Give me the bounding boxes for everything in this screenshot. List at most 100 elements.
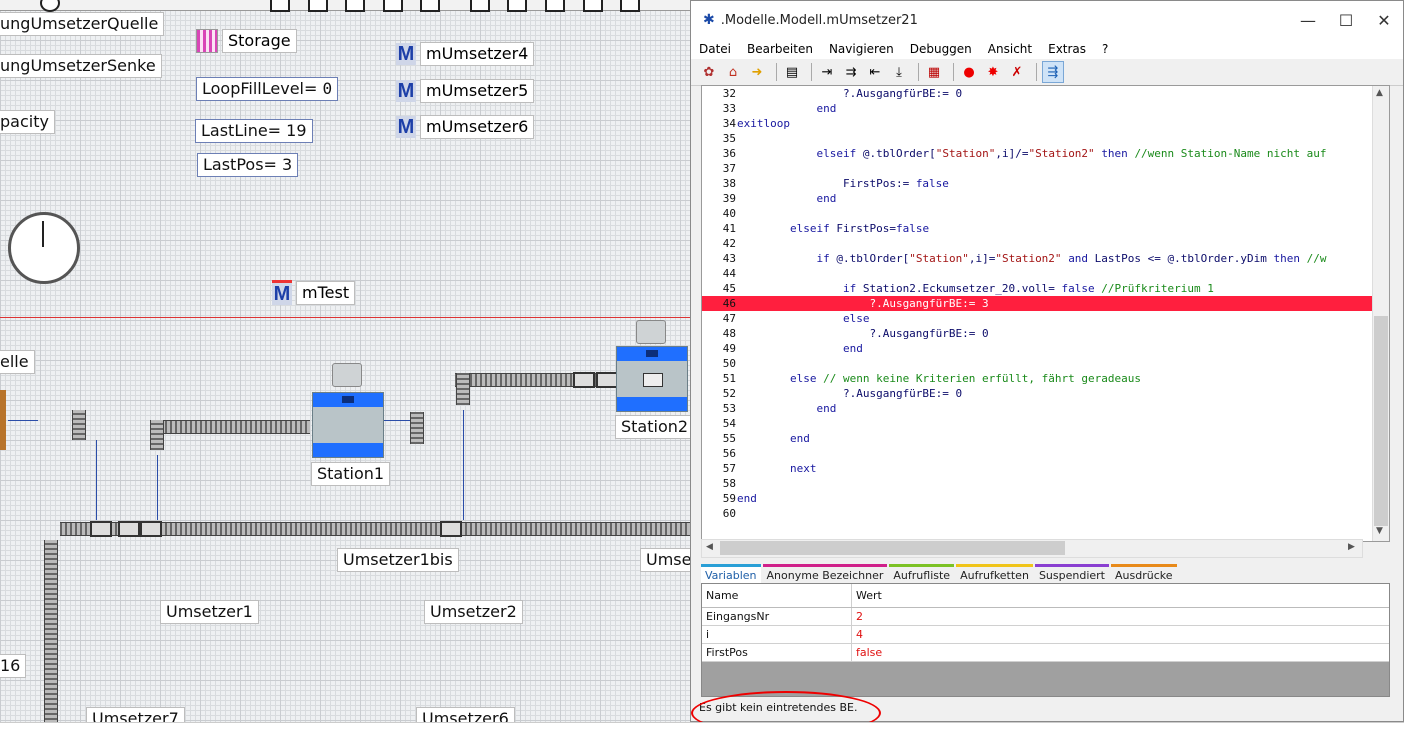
label-quelle[interactable]: ungUmsetzerQuelle bbox=[0, 12, 165, 36]
line-number[interactable]: 45 bbox=[722, 282, 736, 295]
line-number[interactable]: 58 bbox=[722, 477, 736, 490]
line-number[interactable]: 60 bbox=[722, 507, 736, 520]
line-number[interactable]: 50 bbox=[722, 357, 736, 370]
line-number[interactable]: 47 bbox=[722, 312, 736, 325]
line-number[interactable]: 57 bbox=[722, 462, 736, 475]
tab-anonyme-bezeichner[interactable]: Anonyme Bezeichner bbox=[762, 564, 888, 583]
code-line[interactable]: 36 elseif @.tblOrder["Station",i]/="Stat… bbox=[702, 146, 1389, 161]
label-umsetzer1[interactable]: Umsetzer1 bbox=[160, 600, 259, 624]
line-number[interactable]: 39 bbox=[722, 192, 736, 205]
label-16[interactable]: 16 bbox=[0, 654, 27, 678]
corner-converter[interactable] bbox=[410, 412, 424, 444]
station1-object[interactable] bbox=[312, 392, 384, 458]
tab-suspendiert[interactable]: Suspendiert bbox=[1034, 564, 1109, 583]
code-line[interactable]: 47 else bbox=[702, 311, 1389, 326]
window-icon[interactable]: ▤ bbox=[785, 64, 799, 80]
line-number[interactable]: 34 bbox=[722, 117, 736, 130]
code-line[interactable]: 41 elseif FirstPos=false bbox=[702, 221, 1389, 236]
code-line[interactable]: 51 else // wenn keine Kriterien erfüllt,… bbox=[702, 371, 1389, 386]
line-number[interactable]: 33 bbox=[722, 102, 736, 115]
menu-help[interactable]: ? bbox=[1102, 42, 1109, 56]
column-header-name[interactable]: Name bbox=[702, 584, 852, 607]
tool-icon-3[interactable] bbox=[345, 0, 365, 12]
scroll-left-icon[interactable]: ◀ bbox=[706, 542, 713, 552]
code-line[interactable]: 35 bbox=[702, 131, 1389, 146]
line-number[interactable]: 42 bbox=[722, 237, 736, 250]
line-number[interactable]: 40 bbox=[722, 207, 736, 220]
tool-icon-1[interactable] bbox=[270, 0, 290, 12]
menu-datei[interactable]: Datei bbox=[699, 42, 732, 56]
line-number[interactable]: 36 bbox=[722, 147, 736, 160]
line-number[interactable]: 37 bbox=[722, 162, 736, 175]
label-capacity[interactable]: pacity bbox=[0, 110, 55, 134]
event-controller-clock-icon[interactable] bbox=[8, 212, 80, 284]
stop-icon[interactable]: ✸ bbox=[987, 64, 999, 80]
method-mumsetzer4[interactable]: M mUmsetzer4 bbox=[396, 42, 535, 66]
corner-converter[interactable] bbox=[72, 410, 86, 440]
scroll-thumb[interactable] bbox=[1374, 316, 1388, 526]
label-elle[interactable]: elle bbox=[0, 350, 35, 374]
corner-converter[interactable] bbox=[456, 373, 470, 405]
code-line[interactable]: 45 if Station2.Eckumsetzer_20.voll= fals… bbox=[702, 281, 1389, 296]
tool-icon-7[interactable] bbox=[507, 0, 527, 12]
variables-table[interactable]: Name Wert EingangsNr 2 i 4 FirstPos fals… bbox=[701, 583, 1390, 697]
code-line[interactable]: 38 FirstPos:= false bbox=[702, 176, 1389, 191]
home-icon[interactable]: ⌂ bbox=[728, 64, 738, 80]
code-line[interactable]: 53 end bbox=[702, 401, 1389, 416]
label-station1[interactable]: Station1 bbox=[311, 462, 391, 486]
step-end-icon[interactable]: ⤓ bbox=[896, 64, 902, 80]
code-line[interactable]: 32 ?.AusgangfürBE:= 0 bbox=[702, 86, 1389, 101]
label-station2[interactable]: Station2 bbox=[615, 415, 695, 439]
tab-aufrufketten[interactable]: Aufrufketten bbox=[956, 564, 1033, 583]
tool-icon-8[interactable] bbox=[545, 0, 565, 12]
scroll-thumb[interactable] bbox=[720, 541, 1065, 555]
method-mumsetzer6[interactable]: M mUmsetzer6 bbox=[396, 115, 535, 139]
column-header-value[interactable]: Wert bbox=[856, 589, 882, 602]
tab-ausdruecke[interactable]: Ausdrücke bbox=[1111, 564, 1177, 583]
label-umsetzer1bis[interactable]: Umsetzer1bis bbox=[337, 548, 459, 572]
step-over-icon[interactable]: ⇉ bbox=[845, 64, 857, 80]
line-number[interactable]: 48 bbox=[722, 327, 736, 340]
table-row[interactable]: FirstPos false bbox=[702, 644, 1389, 662]
code-line[interactable]: 49 end bbox=[702, 341, 1389, 356]
line-number[interactable]: 53 bbox=[722, 402, 736, 415]
step-into-icon[interactable]: ⇥ bbox=[821, 64, 833, 80]
tool-icon-6[interactable] bbox=[470, 0, 490, 12]
scroll-up-icon[interactable]: ▲ bbox=[1376, 88, 1383, 98]
code-line[interactable]: 57 next bbox=[702, 461, 1389, 476]
scroll-down-icon[interactable]: ▼ bbox=[1376, 526, 1383, 536]
menu-bearbeiten[interactable]: Bearbeiten bbox=[747, 42, 813, 56]
menu-navigieren[interactable]: Navigieren bbox=[828, 42, 894, 56]
line-number[interactable]: 44 bbox=[722, 267, 736, 280]
table-row[interactable]: EingangsNr 2 bbox=[702, 608, 1389, 626]
clock-tool-icon[interactable] bbox=[40, 0, 60, 12]
menu-ansicht[interactable]: Ansicht bbox=[987, 42, 1033, 56]
storage-object[interactable]: Storage bbox=[196, 29, 297, 53]
line-number[interactable]: 46 bbox=[722, 297, 736, 310]
code-line[interactable]: 50 bbox=[702, 356, 1389, 371]
maximize-button[interactable]: ☐ bbox=[1338, 10, 1354, 30]
line-number[interactable]: 32 bbox=[722, 87, 736, 100]
code-line[interactable]: 59end bbox=[702, 491, 1389, 506]
code-line[interactable]: 60 bbox=[702, 506, 1389, 521]
code-line[interactable]: 54 bbox=[702, 416, 1389, 431]
line-number[interactable]: 55 bbox=[722, 432, 736, 445]
label-umsetzer2[interactable]: Umsetzer2 bbox=[424, 600, 523, 624]
code-line[interactable]: 56 bbox=[702, 446, 1389, 461]
vertical-scrollbar[interactable]: ▲ ▼ bbox=[1372, 86, 1389, 541]
method-mtest[interactable]: M mTest bbox=[272, 280, 356, 305]
code-line[interactable]: 43 if @.tblOrder["Station",i]="Station2"… bbox=[702, 251, 1389, 266]
variable-lastline[interactable]: LastLine= 19 bbox=[195, 119, 313, 143]
line-number[interactable]: 56 bbox=[722, 447, 736, 460]
code-line[interactable]: 33 end bbox=[702, 101, 1389, 116]
variable-lastpos[interactable]: LastPos= 3 bbox=[197, 153, 299, 177]
title-bar[interactable]: ✱ .Modelle.Modell.mUmsetzer21 — ☐ ✕ bbox=[691, 1, 1403, 39]
horizontal-scrollbar[interactable]: ◀ ▶ bbox=[701, 539, 1363, 558]
code-line[interactable]: 40 bbox=[702, 206, 1389, 221]
tool-icon-10[interactable] bbox=[620, 0, 640, 12]
line-number[interactable]: 49 bbox=[722, 342, 736, 355]
model-canvas[interactable]: ungUmsetzerQuelle ungUmsetzerSenke pacit… bbox=[0, 0, 700, 748]
line-number[interactable]: 38 bbox=[722, 177, 736, 190]
method-debugger-window[interactable]: ✱ .Modelle.Modell.mUmsetzer21 — ☐ ✕ Date… bbox=[690, 0, 1404, 735]
